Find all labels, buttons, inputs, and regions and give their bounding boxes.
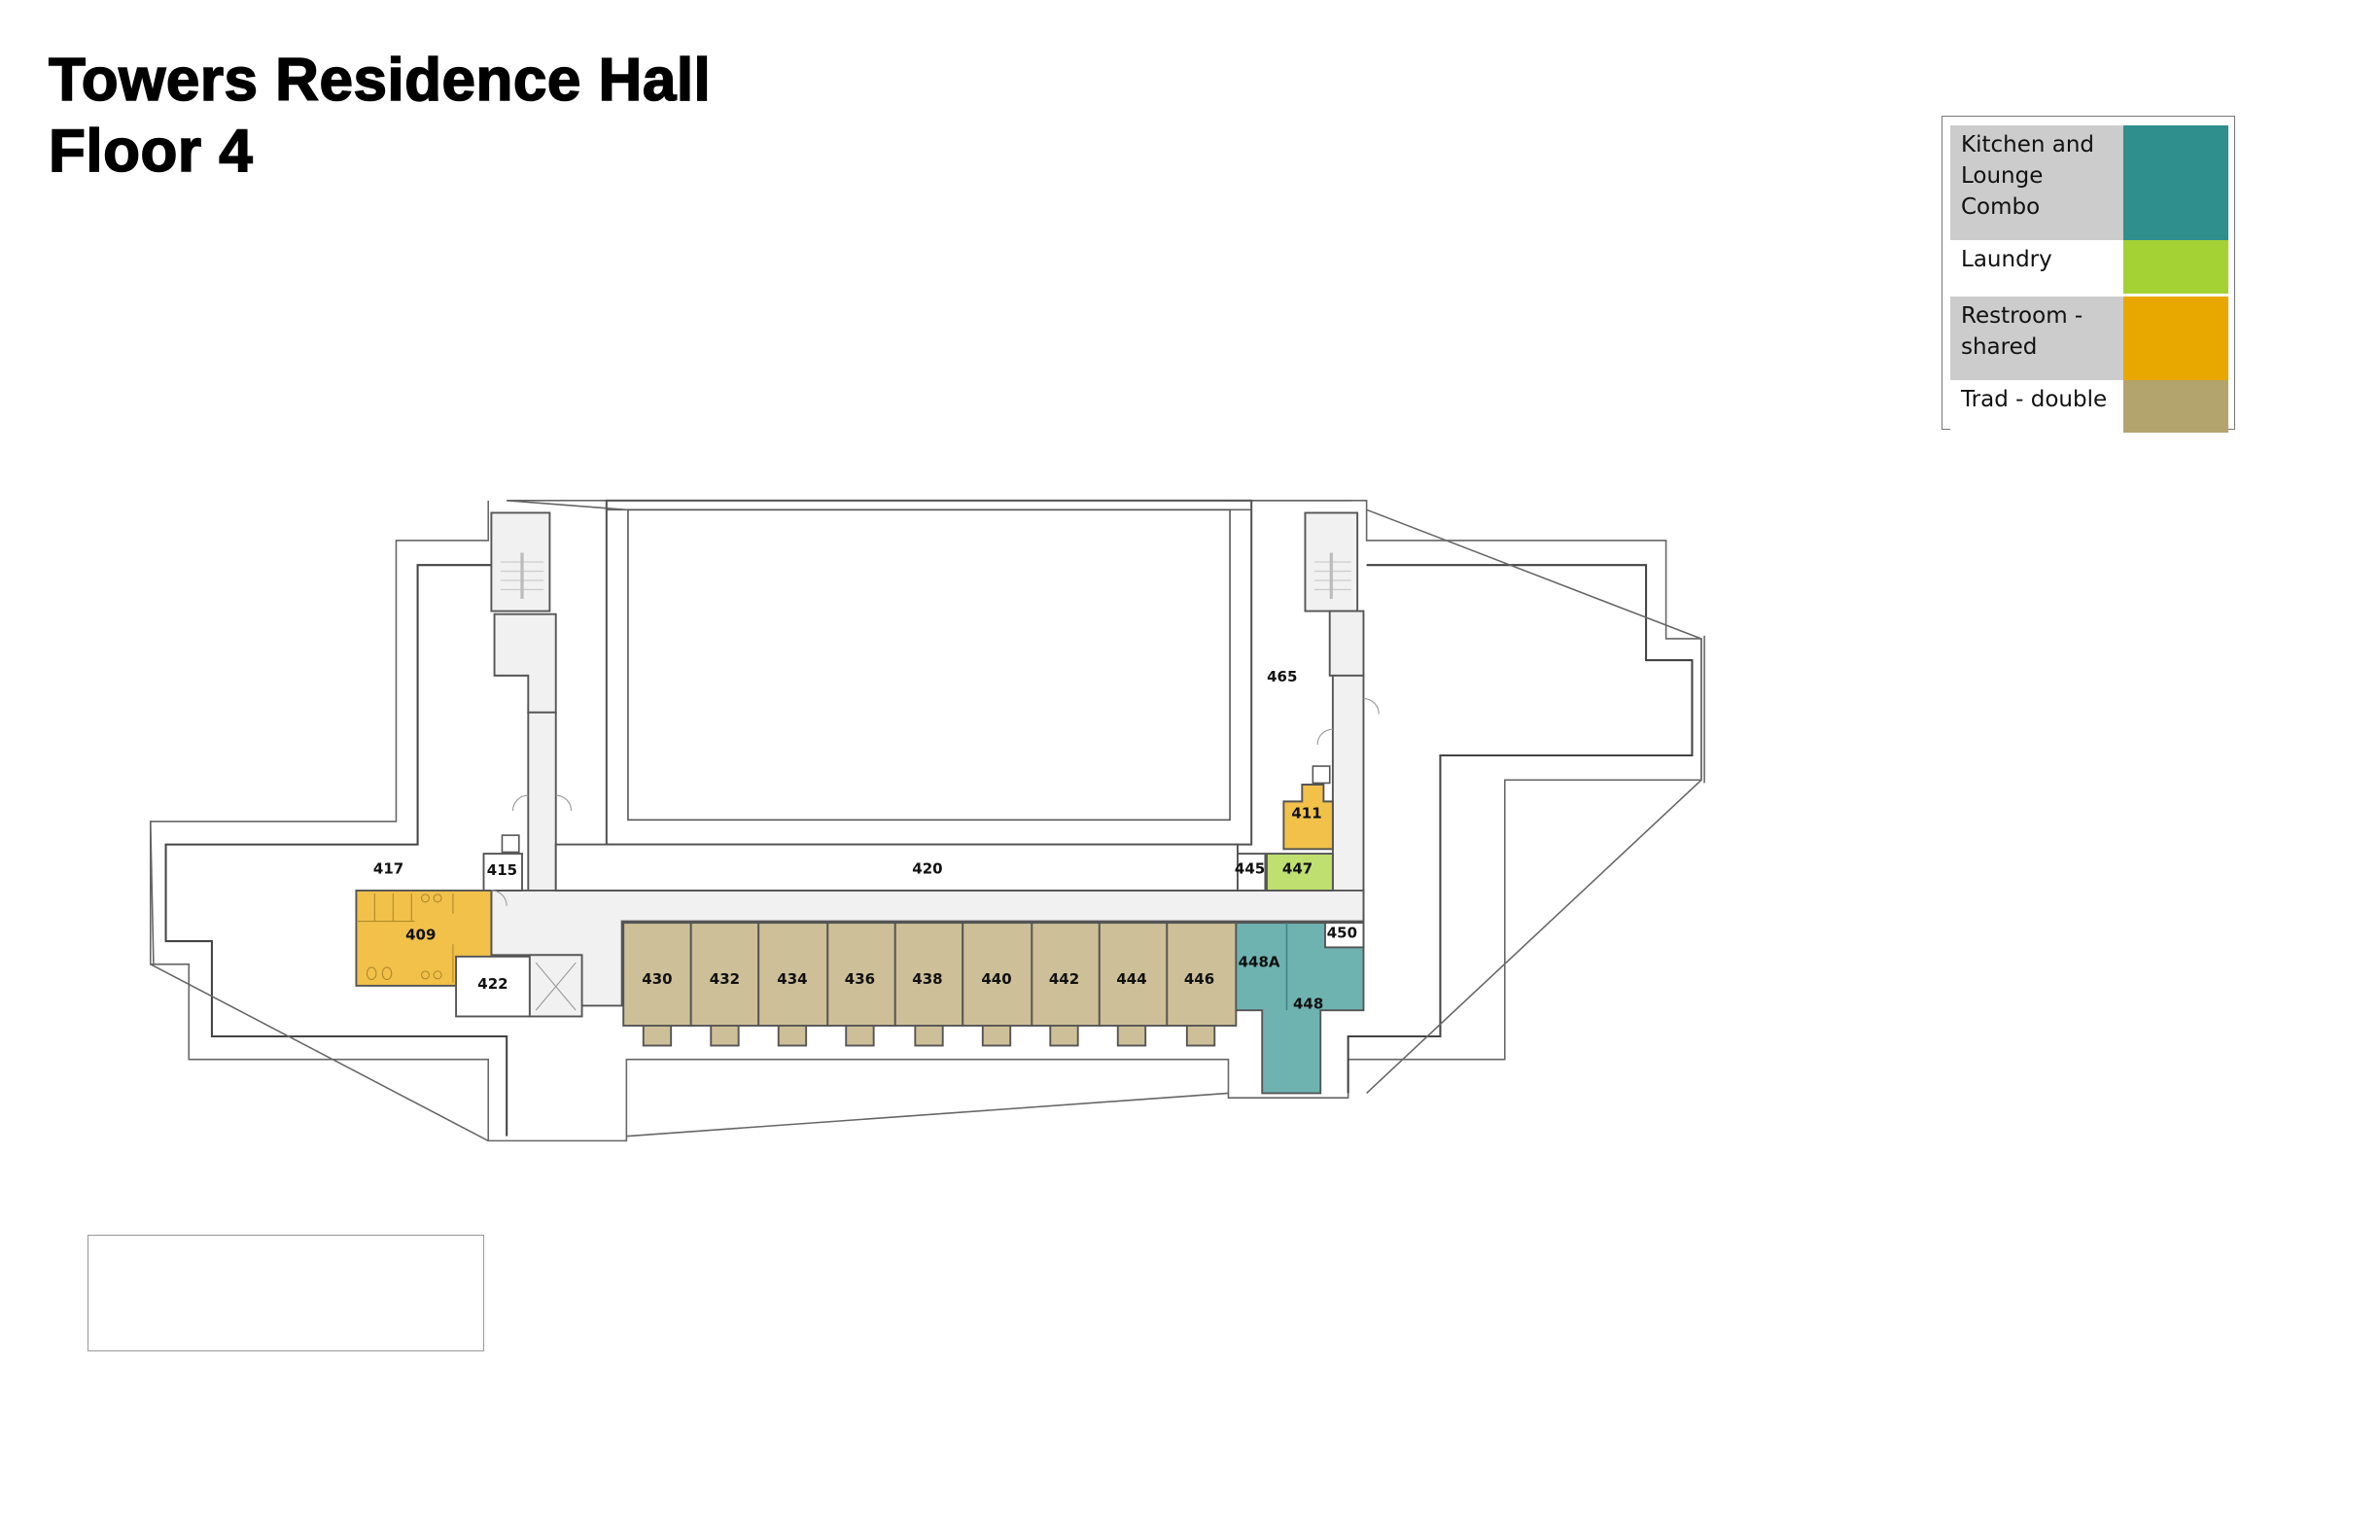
legend: Kitchen and Lounge Combo Laundry Restroo… — [1942, 116, 2235, 433]
double-rooms — [622, 922, 1238, 1047]
legend-label: Restroom - shared — [1961, 303, 2083, 360]
room-label-465: 465 — [1267, 668, 1297, 685]
legend-label: Laundry — [1961, 247, 2052, 272]
legend-item-restroom: Restroom - shared — [1950, 297, 2228, 380]
room-label-450: 450 — [1327, 925, 1357, 942]
room-415 — [482, 853, 523, 892]
room-label-446: 446 — [1184, 970, 1214, 988]
courtyard-inner — [627, 508, 1231, 822]
right-vestibule — [1328, 610, 1365, 677]
room-label-409: 409 — [405, 926, 436, 943]
room-label-448: 448 — [1293, 995, 1323, 1012]
room-label-447: 447 — [1282, 859, 1312, 877]
legend-swatch-green — [2123, 240, 2228, 294]
room-label-430: 430 — [642, 970, 672, 988]
room-447 — [1266, 853, 1334, 892]
room-448 — [1235, 922, 1365, 1095]
room-label-420: 420 — [912, 859, 942, 877]
building-name: Towers Residence Hall — [48, 46, 712, 115]
room-label-436: 436 — [845, 970, 875, 988]
room-label-438: 438 — [912, 970, 942, 988]
legend-item-trad-double: Trad - double — [1950, 380, 2228, 433]
diagonal-line — [1366, 508, 1702, 640]
right-corridor — [1331, 674, 1365, 923]
courtyard-outer — [605, 499, 1253, 846]
legend-swatch-orange — [2123, 297, 2228, 380]
room-label-440: 440 — [981, 970, 1011, 988]
diagonal-line — [1366, 779, 1702, 1095]
legend-item-kitchen-lounge: Kitchen and Lounge Combo — [1950, 125, 2228, 240]
room-411 — [1282, 784, 1334, 851]
legend-swatch-tan — [2123, 380, 2228, 433]
room-422 — [455, 955, 531, 1018]
legend-swatch-teal — [2123, 125, 2228, 240]
empty-info-box — [88, 1235, 484, 1351]
legend-label: Trad - double — [1961, 387, 2108, 412]
diagonal-line — [507, 500, 627, 511]
page-title: Towers Residence Hall Floor 4 — [48, 45, 712, 187]
legend-item-laundry: Laundry — [1950, 240, 2228, 294]
inner-wall-right — [1347, 564, 1694, 1094]
room-label-422: 422 — [477, 975, 508, 993]
room-label-417: 417 — [373, 859, 403, 877]
room-445 — [1237, 853, 1267, 892]
room-label-434: 434 — [777, 970, 807, 988]
floor-name: Floor 4 — [48, 117, 254, 186]
diagonal-line — [150, 963, 489, 1142]
room-420 — [554, 843, 1239, 892]
diagonal-line — [626, 1092, 1229, 1138]
legend-label: Kitchen and Lounge Combo — [1961, 132, 2095, 220]
left-vestibule — [493, 612, 557, 714]
room-label-444: 444 — [1116, 970, 1146, 988]
left-corridor — [527, 711, 557, 892]
room-label-448a: 448A — [1239, 954, 1280, 971]
room-label-442: 442 — [1049, 970, 1079, 988]
room-label-411: 411 — [1291, 805, 1321, 822]
room-label-445: 445 — [1235, 859, 1265, 877]
room-450 — [1324, 922, 1365, 949]
room-label-432: 432 — [710, 970, 740, 988]
inner-wall-left — [164, 564, 508, 1137]
room-label-415: 415 — [487, 861, 517, 879]
main-corridor — [490, 890, 1365, 1007]
